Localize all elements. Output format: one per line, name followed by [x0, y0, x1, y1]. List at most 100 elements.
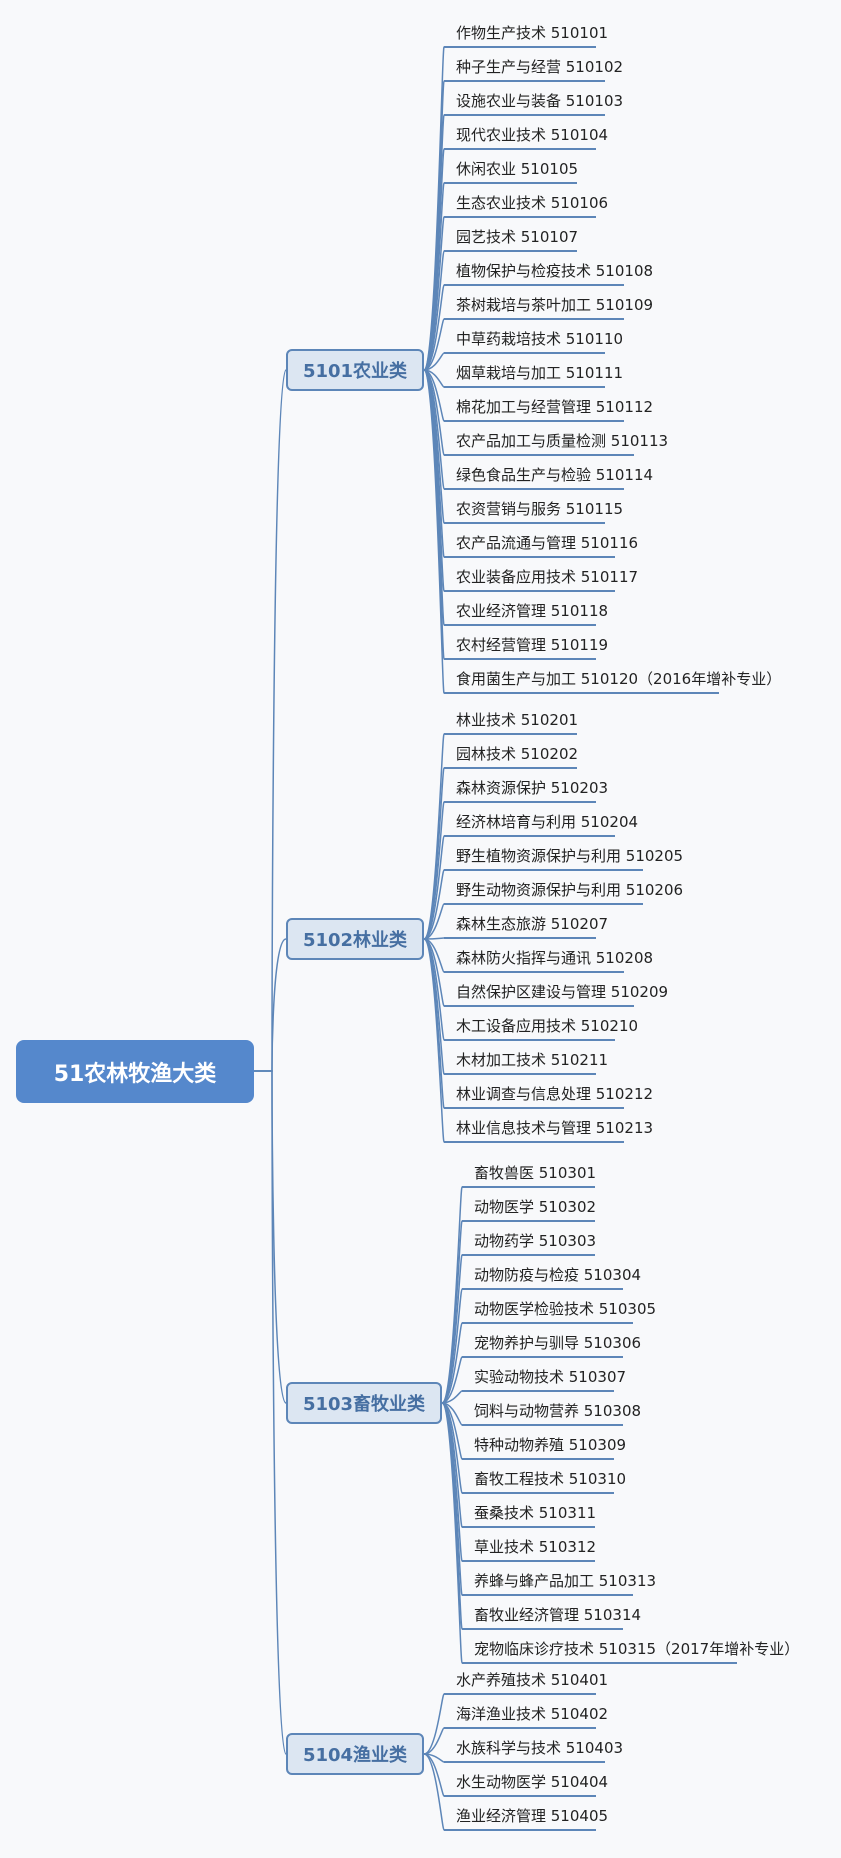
- major-item[interactable]: 种子生产与经营 510102: [456, 58, 624, 76]
- item-underline: [444, 801, 596, 803]
- major-item[interactable]: 现代农业技术 510104: [456, 126, 609, 144]
- item-underline: [444, 114, 605, 116]
- major-item[interactable]: 农资营销与服务 510115: [456, 500, 624, 518]
- major-item[interactable]: 农产品流通与管理 510116: [456, 534, 639, 552]
- major-item[interactable]: 中草药栽培技术 510110: [456, 330, 624, 348]
- major-item[interactable]: 野生动物资源保护与利用 510206: [456, 881, 684, 899]
- major-item[interactable]: 农村经营管理 510119: [456, 636, 609, 654]
- item-underline: [444, 488, 624, 490]
- major-item[interactable]: 渔业经济管理 510405: [456, 1807, 609, 1825]
- item-underline: [444, 420, 624, 422]
- item-underline: [462, 1662, 737, 1664]
- item-underline: [444, 216, 596, 218]
- major-item[interactable]: 植物保护与检疫技术 510108: [456, 262, 654, 280]
- major-item[interactable]: 烟草栽培与加工 510111: [456, 364, 624, 382]
- major-item[interactable]: 水生动物医学 510404: [456, 1773, 609, 1791]
- item-underline: [444, 46, 596, 48]
- major-item[interactable]: 林业调查与信息处理 510212: [456, 1085, 654, 1103]
- major-item[interactable]: 休闲农业 510105: [456, 160, 579, 178]
- major-item[interactable]: 木工设备应用技术 510210: [456, 1017, 639, 1035]
- major-item[interactable]: 棉花加工与经营管理 510112: [456, 398, 654, 416]
- major-item[interactable]: 林业信息技术与管理 510213: [456, 1119, 654, 1137]
- item-underline: [444, 733, 577, 735]
- major-item[interactable]: 宠物养护与驯导 510306: [474, 1334, 642, 1352]
- major-item[interactable]: 养蜂与蜂产品加工 510313: [474, 1572, 657, 1590]
- item-underline: [444, 352, 605, 354]
- category-node[interactable]: 5104渔业类: [286, 1733, 424, 1775]
- category-node[interactable]: 5101农业类: [286, 349, 424, 391]
- item-underline: [462, 1220, 595, 1222]
- major-item[interactable]: 自然保护区建设与管理 510209: [456, 983, 669, 1001]
- item-underline: [444, 937, 596, 939]
- major-item[interactable]: 生态农业技术 510106: [456, 194, 609, 212]
- item-underline: [444, 454, 634, 456]
- item-underline: [444, 658, 596, 660]
- major-item[interactable]: 木材加工技术 510211: [456, 1051, 609, 1069]
- major-item[interactable]: 园艺技术 510107: [456, 228, 579, 246]
- major-item[interactable]: 森林资源保护 510203: [456, 779, 609, 797]
- item-underline: [444, 1693, 596, 1695]
- major-item[interactable]: 绿色食品生产与检验 510114: [456, 466, 654, 484]
- item-underline: [444, 148, 596, 150]
- major-item[interactable]: 水产养殖技术 510401: [456, 1671, 609, 1689]
- major-item[interactable]: 森林防火指挥与通讯 510208: [456, 949, 654, 967]
- major-item[interactable]: 畜牧兽医 510301: [474, 1164, 597, 1182]
- item-underline: [444, 1039, 615, 1041]
- major-item[interactable]: 动物医学 510302: [474, 1198, 597, 1216]
- item-underline: [444, 522, 605, 524]
- item-underline: [444, 903, 643, 905]
- major-item[interactable]: 海洋渔业技术 510402: [456, 1705, 609, 1723]
- major-item[interactable]: 园林技术 510202: [456, 745, 579, 763]
- major-item[interactable]: 草业技术 510312: [474, 1538, 597, 1556]
- item-underline: [444, 624, 596, 626]
- item-underline: [444, 1727, 596, 1729]
- major-item[interactable]: 畜牧工程技术 510310: [474, 1470, 627, 1488]
- item-underline: [444, 318, 624, 320]
- item-underline: [462, 1492, 614, 1494]
- major-item[interactable]: 实验动物技术 510307: [474, 1368, 627, 1386]
- major-item[interactable]: 食用菌生产与加工 510120（2016年增补专业）: [456, 670, 782, 688]
- item-underline: [444, 590, 615, 592]
- major-item[interactable]: 野生植物资源保护与利用 510205: [456, 847, 684, 865]
- major-item[interactable]: 动物防疫与检疫 510304: [474, 1266, 642, 1284]
- major-item[interactable]: 宠物临床诊疗技术 510315（2017年增补专业）: [474, 1640, 800, 1658]
- item-underline: [444, 1795, 596, 1797]
- root-node[interactable]: 51农林牧渔大类: [16, 1040, 254, 1103]
- item-underline: [444, 692, 719, 694]
- item-underline: [444, 971, 624, 973]
- item-underline: [444, 1829, 596, 1831]
- major-item[interactable]: 经济林培育与利用 510204: [456, 813, 639, 831]
- major-item[interactable]: 设施农业与装备 510103: [456, 92, 624, 110]
- item-underline: [444, 1141, 624, 1143]
- item-underline: [444, 182, 577, 184]
- category-node[interactable]: 5103畜牧业类: [286, 1382, 442, 1424]
- item-underline: [444, 869, 643, 871]
- item-underline: [462, 1186, 595, 1188]
- major-item[interactable]: 饲料与动物营养 510308: [474, 1402, 642, 1420]
- item-underline: [444, 835, 615, 837]
- major-item[interactable]: 作物生产技术 510101: [456, 24, 609, 42]
- major-item[interactable]: 动物药学 510303: [474, 1232, 597, 1250]
- major-item[interactable]: 茶树栽培与茶叶加工 510109: [456, 296, 654, 314]
- major-item[interactable]: 农产品加工与质量检测 510113: [456, 432, 669, 450]
- item-underline: [462, 1356, 623, 1358]
- category-node[interactable]: 5102林业类: [286, 918, 424, 960]
- major-item[interactable]: 农业装备应用技术 510117: [456, 568, 639, 586]
- item-underline: [462, 1424, 623, 1426]
- major-item[interactable]: 蚕桑技术 510311: [474, 1504, 597, 1522]
- major-item[interactable]: 农业经济管理 510118: [456, 602, 609, 620]
- item-underline: [462, 1526, 595, 1528]
- major-item[interactable]: 畜牧业经济管理 510314: [474, 1606, 642, 1624]
- major-item[interactable]: 动物医学检验技术 510305: [474, 1300, 657, 1318]
- major-item[interactable]: 水族科学与技术 510403: [456, 1739, 624, 1757]
- item-underline: [444, 1107, 624, 1109]
- major-item[interactable]: 林业技术 510201: [456, 711, 579, 729]
- item-underline: [462, 1458, 614, 1460]
- item-underline: [444, 556, 615, 558]
- item-underline: [462, 1594, 633, 1596]
- item-underline: [444, 284, 624, 286]
- item-underline: [444, 1761, 605, 1763]
- major-item[interactable]: 森林生态旅游 510207: [456, 915, 609, 933]
- major-item[interactable]: 特种动物养殖 510309: [474, 1436, 627, 1454]
